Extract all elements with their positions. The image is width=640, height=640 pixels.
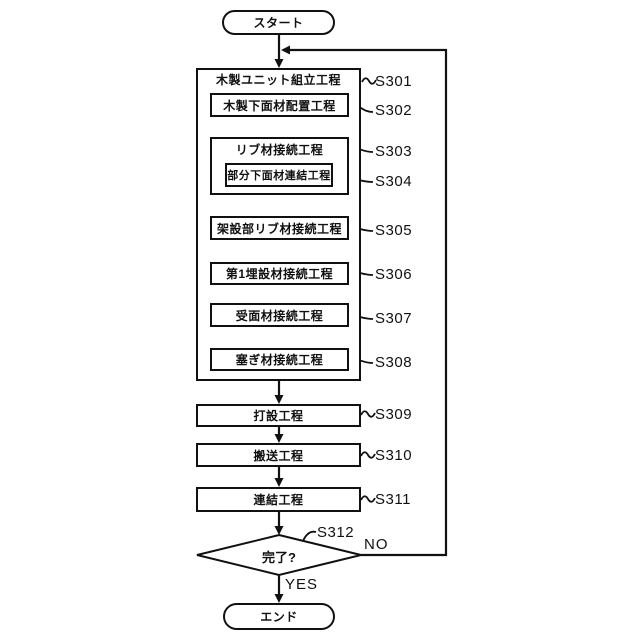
leader-s301 bbox=[361, 77, 377, 85]
step-label-s310: S310 bbox=[375, 447, 413, 464]
process-box-s311: 連結工程 bbox=[196, 487, 361, 512]
process-box-s302: 木製下面材配置工程 bbox=[210, 93, 349, 117]
process-box-s308: 塞ぎ材接続工程 bbox=[210, 348, 349, 371]
process-box-s306: 第1埋設材接続工程 bbox=[210, 262, 349, 285]
decision-diamond bbox=[196, 533, 362, 577]
process-label-s304: 部分下面材連結工程 bbox=[227, 170, 331, 182]
step-label-s309: S309 bbox=[375, 406, 413, 423]
yes-label: YES bbox=[285, 576, 319, 593]
process-label-s305: 架設部リブ材接続工程 bbox=[216, 221, 342, 236]
process-box-s307: 受面材接続工程 bbox=[210, 303, 349, 327]
step-label-s312: S312 bbox=[317, 524, 355, 541]
process-title-s301: 木製ユニット組立工程 bbox=[215, 73, 341, 87]
arrowhead bbox=[274, 395, 284, 404]
process-label-s310: 搬送工程 bbox=[253, 448, 304, 463]
arrowhead bbox=[274, 59, 284, 68]
arrowhead bbox=[274, 478, 284, 487]
arrowhead-feedback bbox=[281, 45, 290, 55]
end-label: エンド bbox=[260, 610, 298, 624]
arrowhead bbox=[274, 526, 284, 535]
step-label-s311: S311 bbox=[375, 491, 411, 508]
step-label-s307: S307 bbox=[375, 310, 413, 327]
no-feedback-line bbox=[288, 48, 448, 557]
process-label-s311: 連結工程 bbox=[253, 493, 304, 507]
step-label-s302: S302 bbox=[375, 102, 413, 119]
process-label-s307: 受面材接続工程 bbox=[235, 308, 324, 323]
process-box-s304: 部分下面材連結工程 bbox=[225, 163, 333, 187]
arrowhead bbox=[274, 594, 284, 603]
step-label-s305: S305 bbox=[375, 222, 413, 239]
leader-s309 bbox=[360, 410, 376, 418]
step-label-s301: S301 bbox=[375, 73, 413, 90]
process-label-s309: 打設工程 bbox=[253, 409, 304, 423]
leader-s312 bbox=[360, 495, 376, 503]
step-label-s306: S306 bbox=[375, 266, 413, 283]
leader-s312-decision bbox=[302, 530, 317, 542]
start-label: スタート bbox=[253, 16, 304, 30]
step-label-s303: S303 bbox=[375, 143, 413, 160]
decision-label: 完了? bbox=[262, 550, 296, 565]
process-box-s305: 架設部リブ材接続工程 bbox=[210, 216, 349, 240]
process-label-s308: 塞ぎ材接続工程 bbox=[235, 353, 324, 367]
step-label-s308: S308 bbox=[375, 354, 413, 371]
process-label-s302: 木製下面材配置工程 bbox=[223, 98, 336, 113]
step-label-s304: S304 bbox=[375, 173, 413, 190]
start-terminal: スタート bbox=[222, 10, 335, 35]
end-terminal: エンド bbox=[223, 603, 335, 630]
process-box-s309: 打設工程 bbox=[196, 404, 361, 427]
process-box-s310: 搬送工程 bbox=[196, 443, 361, 467]
leader-s310 bbox=[360, 451, 376, 459]
no-label: NO bbox=[364, 536, 389, 553]
process-title-s303: リブ材接続工程 bbox=[235, 142, 324, 157]
process-label-s306: 第1埋設材接続工程 bbox=[225, 267, 334, 281]
arrowhead bbox=[274, 434, 284, 443]
